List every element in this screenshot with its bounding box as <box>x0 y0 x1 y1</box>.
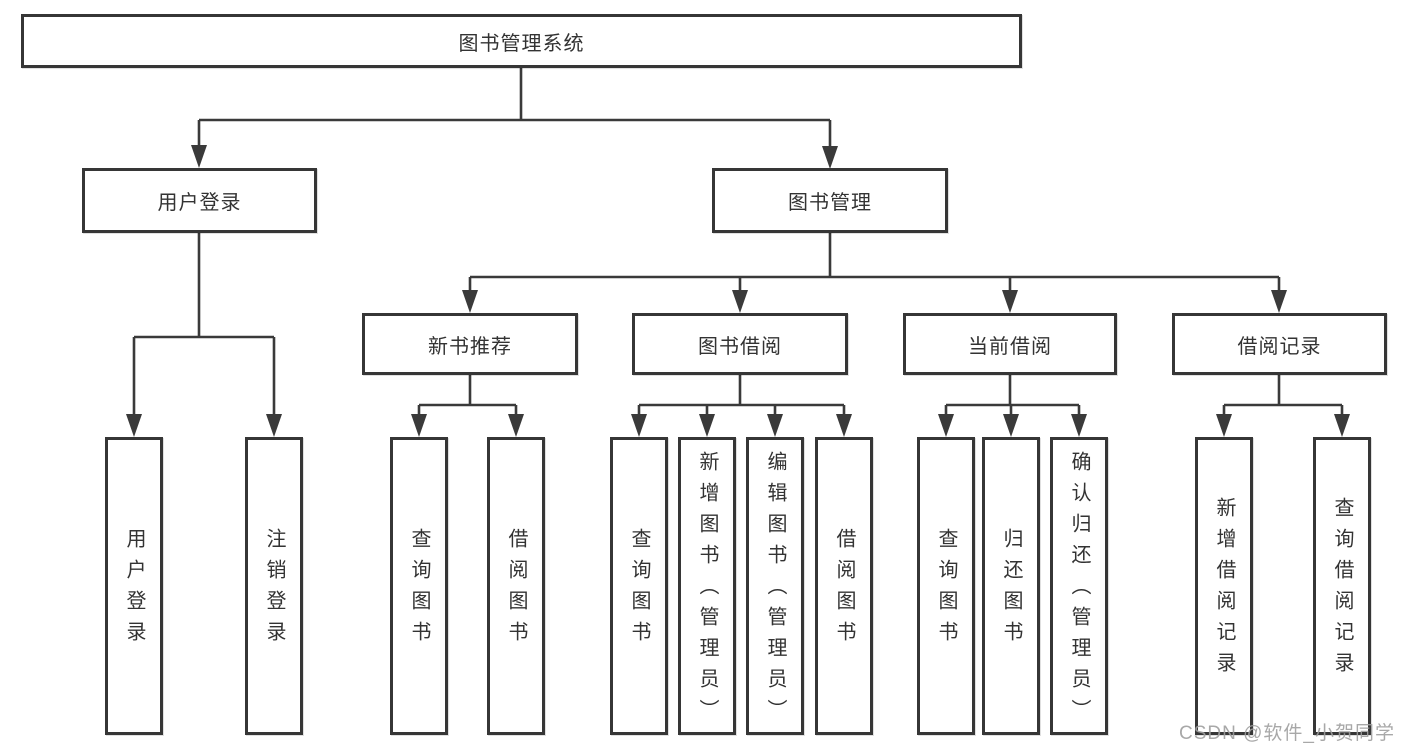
arrow-down-icon <box>508 414 524 437</box>
leaf-logout: 注销登录 <box>245 437 303 735</box>
node-library-management-system: 图书管理系统 <box>21 14 1022 68</box>
leaf-borrow-books: 借阅图书 <box>815 437 873 735</box>
arrow-down-icon <box>1334 414 1350 437</box>
arrow-down-icon <box>631 414 647 437</box>
tree-edges <box>132 68 1344 418</box>
arrow-down-icon <box>1216 414 1232 437</box>
node-book-borrowing: 图书借阅 <box>632 313 848 375</box>
leaf-borrow-books: 借阅图书 <box>487 437 545 735</box>
arrow-down-icon <box>836 414 852 437</box>
arrow-down-icon <box>938 414 954 437</box>
node-user-login: 用户登录 <box>82 168 317 233</box>
arrowheads <box>126 145 1350 437</box>
leaf-query-books: 查询图书 <box>390 437 448 735</box>
leaf-query-books: 查询图书 <box>610 437 668 735</box>
node-current-borrowing: 当前借阅 <box>903 313 1117 375</box>
arrow-down-icon <box>822 146 838 169</box>
leaf-edit-books-admin: 编辑图书（管理员） <box>746 437 804 735</box>
leaf-query-books: 查询图书 <box>917 437 975 735</box>
leaf-query-borrow-record: 查询借阅记录 <box>1313 437 1371 735</box>
csdn-watermark: CSDN @软件_小贺同学 <box>1179 723 1395 744</box>
leaf-confirm-return-admin: 确认归还（管理员） <box>1050 437 1108 735</box>
arrow-down-icon <box>1071 414 1087 437</box>
leaf-add-borrow-record: 新增借阅记录 <box>1195 437 1253 735</box>
arrow-down-icon <box>1003 414 1019 437</box>
arrow-down-icon <box>411 414 427 437</box>
arrow-down-icon <box>126 414 142 437</box>
arrow-down-icon <box>732 290 748 313</box>
node-book-management: 图书管理 <box>712 168 948 233</box>
arrow-down-icon <box>1271 290 1287 313</box>
arrow-down-icon <box>191 145 207 168</box>
arrow-down-icon <box>699 414 715 437</box>
arrow-down-icon <box>767 414 783 437</box>
node-new-book-recommendation: 新书推荐 <box>362 313 578 375</box>
leaf-add-books-admin: 新增图书（管理员） <box>678 437 736 735</box>
leaf-user-login: 用户登录 <box>105 437 163 735</box>
arrow-down-icon <box>266 414 282 437</box>
node-borrowing-records: 借阅记录 <box>1172 313 1387 375</box>
leaf-return-books: 归还图书 <box>982 437 1040 735</box>
arrow-down-icon <box>462 290 478 313</box>
arrow-down-icon <box>1002 290 1018 313</box>
